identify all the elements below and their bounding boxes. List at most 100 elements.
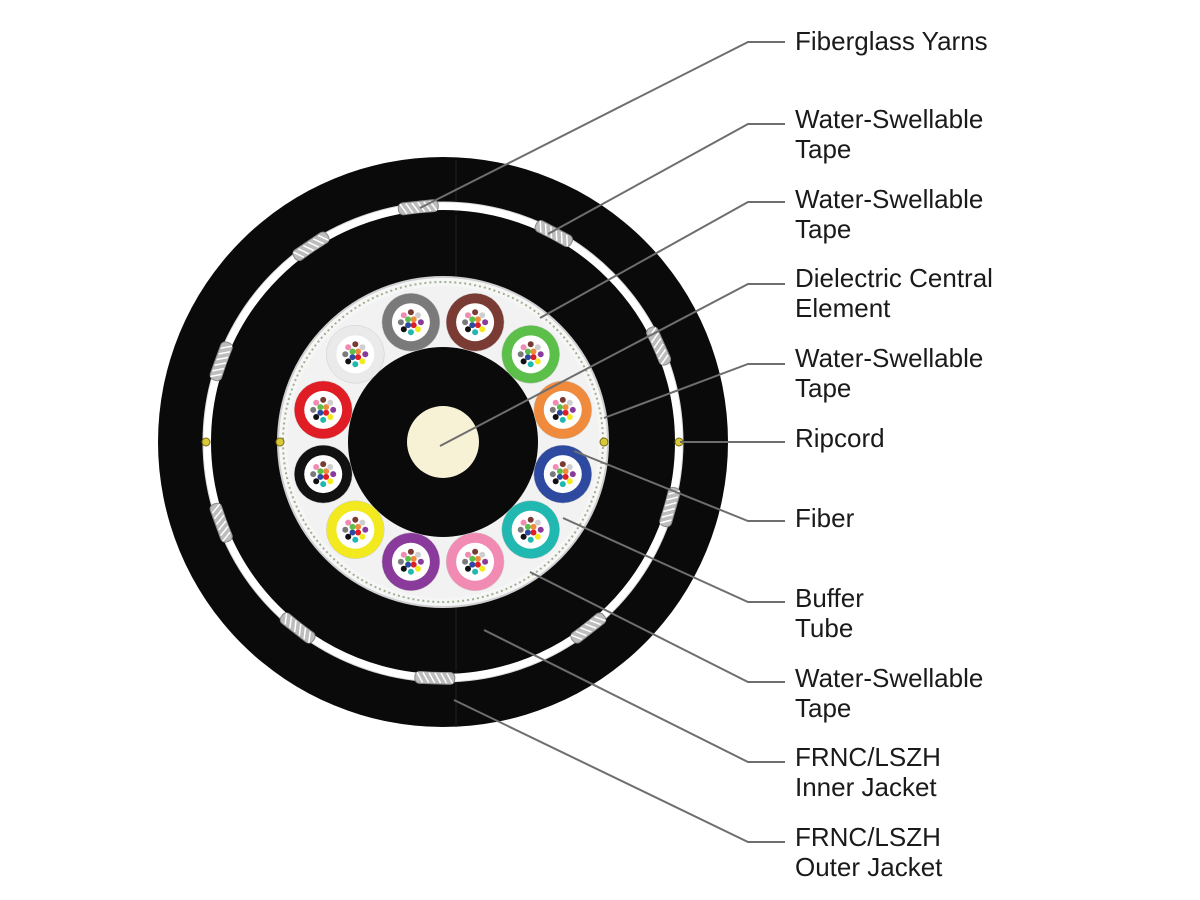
buffer-tube-gel: [543, 390, 582, 429]
fiberglass-yarn-strand: [317, 234, 330, 242]
fiber: [556, 468, 563, 475]
fiber: [552, 414, 559, 420]
label-water-swellable-tape-2: Water-Swellable Tape: [795, 184, 991, 244]
fiber: [410, 561, 417, 568]
fiberglass-yarns: [209, 199, 681, 685]
fiber: [534, 358, 541, 365]
fiber: [472, 548, 479, 555]
fiber: [469, 316, 476, 323]
fiberglass-yarn-strand: [575, 630, 587, 637]
fiber: [355, 348, 362, 355]
fiberglass-yarn-strand: [312, 238, 325, 245]
fiber: [530, 529, 537, 536]
fiberglass-yarn-strand: [211, 503, 221, 514]
fiber: [310, 406, 317, 413]
fiberglass-yarn-strand: [539, 220, 542, 233]
fiber: [317, 409, 324, 416]
fiber: [472, 568, 479, 575]
fiberglass-yarn-strand: [216, 356, 229, 361]
fiber: [562, 404, 569, 411]
fiber: [355, 529, 362, 536]
fiber: [327, 399, 334, 406]
fiber: [569, 471, 576, 478]
fiber: [405, 561, 412, 568]
fiber: [323, 409, 330, 416]
fiberglass-yarn-strand: [292, 251, 305, 258]
leader-fiber: [573, 450, 785, 522]
fiber: [327, 414, 334, 420]
leader-inner-jacket: [483, 629, 785, 763]
fiber: [552, 399, 559, 406]
fiber: [562, 473, 569, 480]
buffer-tube-gel: [391, 303, 430, 342]
buffer-tube-gel: [304, 390, 343, 429]
fiber: [517, 351, 524, 358]
fiberglass-yarn: [414, 670, 456, 685]
fiber: [474, 322, 481, 329]
fiber: [327, 464, 334, 470]
fiber: [474, 555, 481, 562]
fiberglass-yarn-strand: [214, 362, 227, 366]
buffer-tube-gel: [511, 510, 550, 549]
fiberglass-yarn-strand: [659, 519, 672, 524]
fiber: [405, 316, 412, 323]
fiberglass-yarn-strand: [428, 672, 436, 684]
buffer-tube: [293, 380, 353, 440]
buffer-tube: [501, 325, 560, 384]
fiberglass-yarn-strand: [298, 623, 302, 636]
fiber: [524, 529, 531, 536]
fiber: [349, 523, 356, 530]
fiber: [474, 561, 481, 568]
fiber: [465, 312, 471, 319]
fiberglass-yarn-strand: [218, 350, 231, 355]
buffer-tube-gel: [391, 542, 430, 581]
fiber: [552, 478, 559, 485]
fiber: [517, 526, 524, 533]
fiber: [415, 551, 421, 558]
fiber: [549, 406, 556, 413]
leader-dielectric-central-element: [439, 283, 785, 447]
fiber: [482, 558, 489, 565]
fiberglass-yarn-strand: [405, 203, 414, 214]
fiber: [317, 473, 324, 480]
fiber: [462, 319, 469, 326]
fiberglass-yarn-strand: [440, 672, 448, 684]
buffer-tube-gel: [304, 455, 343, 494]
fiber: [342, 351, 349, 358]
fiber: [520, 344, 527, 351]
fiber: [410, 555, 417, 562]
fiber: [400, 551, 407, 558]
fiberglass-yarn-strand: [650, 332, 659, 343]
buffer-tube: [293, 444, 353, 504]
fiberglass-yarn-strand: [655, 343, 664, 354]
fiber: [355, 523, 362, 530]
fiber: [352, 341, 359, 348]
fiberglass-yarn-strand: [570, 634, 583, 641]
fiberglass-yarn-strand: [594, 615, 606, 622]
fiber: [397, 558, 404, 565]
buffer-tube: [533, 444, 593, 504]
ripcord-right-inner: [599, 437, 609, 447]
fiber: [330, 406, 337, 413]
fiberglass-yarn-strand: [297, 248, 310, 255]
fiberglass-yarn-strand: [663, 507, 675, 513]
fiber: [320, 396, 327, 403]
fiber: [313, 478, 320, 485]
fiber: [465, 565, 471, 572]
fiber: [359, 533, 366, 540]
fiber: [527, 516, 534, 523]
buffer-tube-gel: [456, 542, 495, 581]
buffer-tube-gel: [511, 335, 550, 374]
buffer-tubes: [293, 292, 593, 592]
fiberglass-yarn-bundle: [279, 612, 316, 644]
fiberglass-yarn-bundle: [570, 612, 607, 644]
fiberglass-yarn-strand: [660, 354, 669, 365]
fiber: [352, 361, 359, 368]
fiber: [534, 533, 541, 540]
fiberglass-yarn-bundle: [209, 341, 233, 382]
fiber: [524, 354, 531, 361]
fiber: [559, 481, 566, 488]
fiberglass-yarn-strand: [658, 349, 667, 360]
fiberglass-yarn-strand: [222, 531, 231, 542]
fiber: [417, 558, 424, 565]
